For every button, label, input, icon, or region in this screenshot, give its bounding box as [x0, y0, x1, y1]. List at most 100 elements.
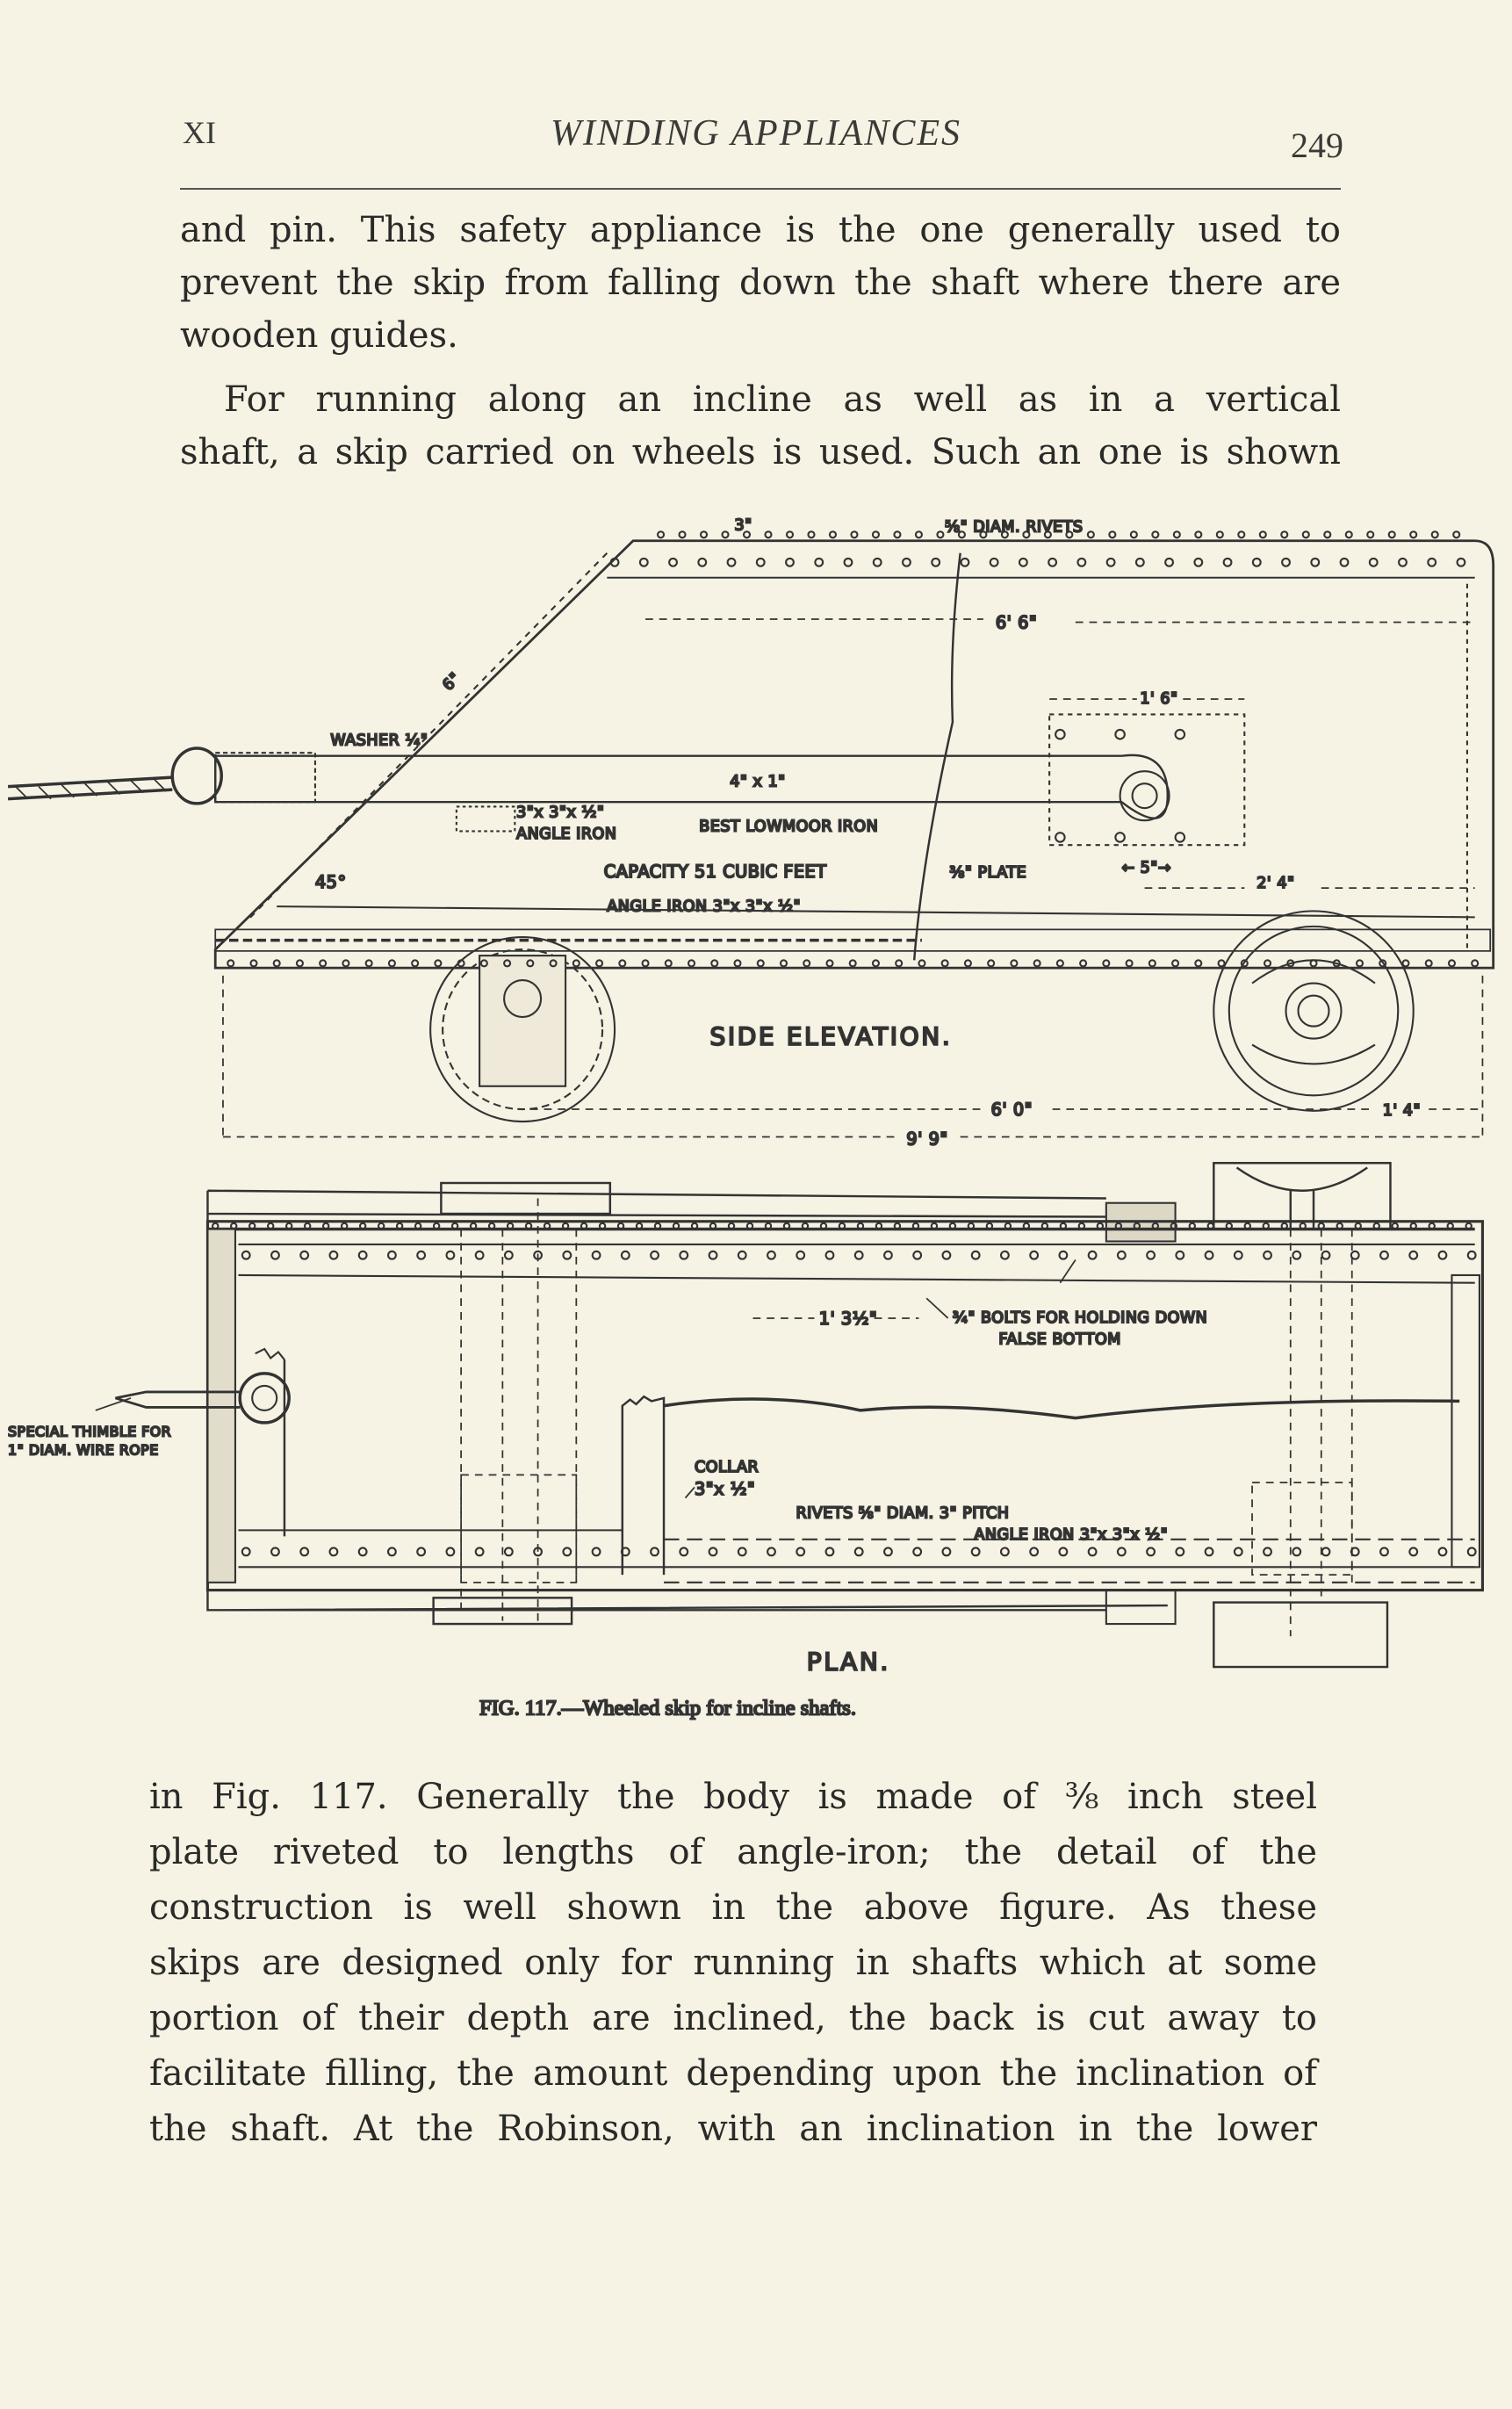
- dim-5: ← 5"→: [1121, 860, 1171, 877]
- rivet: [1401, 959, 1410, 968]
- rivet: [1206, 1222, 1215, 1230]
- rivet: [1010, 959, 1019, 968]
- rivet: [1174, 728, 1186, 740]
- rivet: [824, 1250, 835, 1260]
- rivet: [914, 530, 923, 539]
- rivet: [1355, 959, 1364, 968]
- rivet: [987, 959, 996, 968]
- rivet: [1043, 530, 1052, 539]
- rivet: [434, 959, 443, 968]
- rivet: [850, 530, 859, 539]
- dim-6-0: 6' 0": [991, 1100, 1033, 1120]
- label-rivet-pitch: 3": [735, 517, 752, 535]
- rivet: [227, 959, 235, 968]
- rivet: [1055, 728, 1066, 740]
- rivet: [1466, 1547, 1477, 1557]
- rivet: [1379, 959, 1387, 968]
- rivet: [1387, 530, 1396, 539]
- rivet: [1409, 530, 1418, 539]
- plan-rivets: [212, 1222, 1477, 1557]
- rivet: [853, 1547, 864, 1557]
- rivet: [270, 1547, 280, 1557]
- rivet: [270, 1250, 280, 1260]
- rivet: [416, 1250, 427, 1260]
- rivet: [1471, 959, 1480, 968]
- text-line: and pin. This safety appliance is the on…: [180, 210, 1341, 250]
- rivet: [989, 557, 999, 567]
- rivet: [967, 1222, 976, 1230]
- header-rule: [180, 188, 1341, 190]
- rivet: [1263, 1250, 1272, 1260]
- rivet: [1018, 557, 1028, 567]
- rivet: [1409, 1222, 1417, 1230]
- rivet: [1292, 1547, 1302, 1557]
- side-rivets: [227, 530, 1480, 968]
- rivet: [1133, 1222, 1141, 1230]
- label-angle-45: 45°: [315, 872, 347, 892]
- rivet: [895, 959, 904, 968]
- rivet: [1437, 1547, 1448, 1557]
- rivet: [1004, 1222, 1012, 1230]
- rivet: [1446, 1222, 1454, 1230]
- rivet: [1350, 1250, 1360, 1260]
- rivet: [1033, 959, 1041, 968]
- rivet: [469, 1222, 478, 1230]
- rivet: [1055, 832, 1066, 843]
- rivet: [678, 530, 687, 539]
- rivet: [524, 1222, 533, 1230]
- rivet: [1379, 1547, 1389, 1557]
- rivet: [1301, 530, 1310, 539]
- rivet: [591, 1250, 601, 1260]
- rivet: [824, 1547, 835, 1557]
- rivet: [267, 1222, 275, 1230]
- rivet: [1188, 1222, 1197, 1230]
- rivet: [1339, 557, 1350, 567]
- rivet: [1134, 557, 1145, 567]
- rivet: [737, 1547, 747, 1557]
- rivet: [1175, 1547, 1185, 1557]
- rivet: [1174, 832, 1186, 843]
- rivet: [364, 959, 373, 968]
- rivet: [936, 530, 945, 539]
- text-line: skips are designed only for running in s…: [149, 1943, 1317, 1983]
- rivet: [284, 1222, 293, 1230]
- rivet: [697, 557, 708, 567]
- rivet: [1170, 1222, 1178, 1230]
- rivet: [999, 1250, 1010, 1260]
- rivet: [638, 557, 649, 567]
- rivet: [620, 1547, 630, 1557]
- rivet: [883, 1250, 893, 1260]
- rivet: [1309, 959, 1318, 968]
- text-line: shaft, a skip carried on wheels is used.…: [180, 432, 1341, 472]
- rivet: [1344, 530, 1353, 539]
- rivet: [340, 1222, 349, 1230]
- rivet: [1280, 1222, 1288, 1230]
- rivet: [687, 959, 696, 968]
- rivet: [721, 530, 730, 539]
- rivet: [1456, 557, 1466, 567]
- rivet: [733, 959, 742, 968]
- rivet: [727, 1222, 736, 1230]
- rivet: [506, 1222, 515, 1230]
- rivet: [690, 1222, 699, 1230]
- rivet: [411, 959, 420, 968]
- rivet: [807, 530, 816, 539]
- rivet: [1048, 557, 1058, 567]
- rivet: [1233, 1250, 1243, 1260]
- rivet: [1447, 959, 1457, 968]
- rivet: [1222, 557, 1233, 567]
- rivet: [970, 1250, 981, 1260]
- rivet: [918, 959, 926, 968]
- rivet: [893, 1222, 902, 1230]
- label-collar-1: COLLAR: [695, 1459, 759, 1476]
- rivet: [931, 557, 941, 567]
- rivet: [1336, 1222, 1343, 1230]
- figure-caption: FIG. 117.—Wheeled skip for incline shaft…: [479, 1696, 856, 1720]
- rivet: [843, 557, 853, 567]
- rivet: [883, 1547, 893, 1557]
- rivet: [764, 530, 773, 539]
- rivet: [561, 1222, 570, 1230]
- rivet: [432, 1222, 441, 1230]
- rivet: [1116, 1250, 1127, 1260]
- rivet: [1372, 1222, 1380, 1230]
